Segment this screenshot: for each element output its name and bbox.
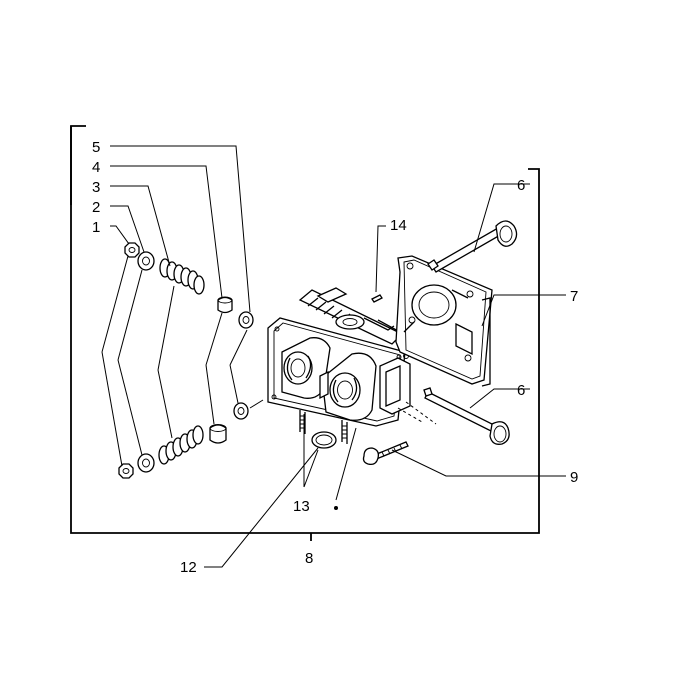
callout-12: 12: [180, 559, 197, 576]
callout-4: 4: [92, 159, 100, 176]
cylinder-head: [267, 287, 411, 444]
callout-7: 7: [570, 288, 578, 305]
callout-8: 8: [305, 550, 313, 567]
callout-6-bottom: 6: [517, 382, 525, 399]
valve-upper: [427, 220, 518, 273]
callout-6-top: 6: [517, 177, 525, 194]
valve-lower: [423, 387, 510, 445]
callout-1: 1: [92, 219, 100, 236]
callout-9: 9: [570, 469, 578, 486]
callout-14: 14: [390, 217, 407, 234]
callout-13: 13: [293, 498, 310, 515]
valve-spring-lower: [158, 425, 204, 465]
reference-dot: [334, 506, 338, 510]
callout-labels: 5 4 3 2 1 6 7 6 9 14 13 8 12: [92, 139, 578, 576]
dowel-pin: [371, 294, 383, 303]
callout-3: 3: [92, 179, 100, 196]
valve-spring-upper: [159, 258, 205, 295]
valve-port-left: [281, 337, 331, 399]
assembly-connector-lines: [101, 255, 264, 467]
assembly-frame: [70, 125, 540, 534]
o-ring: [311, 431, 337, 449]
manifold-gasket: [395, 255, 493, 387]
valve-port-right: [319, 352, 377, 421]
callout-5: 5: [92, 139, 100, 156]
bolt: [362, 441, 409, 466]
callout-leaders: [110, 145, 566, 568]
valve-train-lower: [118, 402, 249, 479]
valve-train-upper: [124, 242, 254, 329]
callout-2: 2: [92, 199, 100, 216]
